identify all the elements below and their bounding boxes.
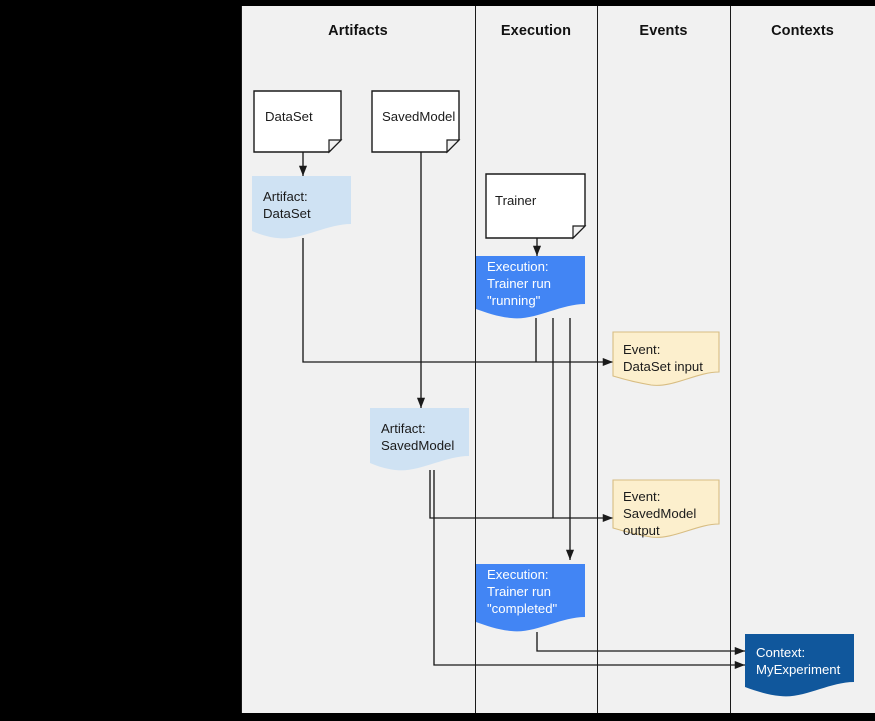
divider-artifacts-execution [475,6,476,713]
canvas-left-edge [241,6,242,713]
divider-execution-events [597,6,598,713]
edge-artifact-savedmodel-to-event-output [429,470,614,523]
document-shape-savedmodel [371,90,461,154]
note-shape-context-myexperiment [745,634,854,697]
document-shape-dataset [253,90,343,154]
note-shape-execution-running [476,256,585,319]
edge-artifact-savedmodel-to-context [433,470,746,670]
lane-header-events: Events [639,23,688,39]
edge-artifact-dataset-to-event-input [302,238,614,367]
swimlane-diagram: Artifacts Execution Events Contexts [241,6,875,713]
lane-header-contexts: Contexts [771,23,834,39]
lane-header-artifacts: Artifacts [328,23,388,39]
note-shape-artifact-dataset [252,176,351,239]
divider-events-contexts [730,6,731,713]
diagram-shapes-and-connectors [252,90,854,697]
lane-header-execution: Execution [500,23,572,39]
edge-execution-completed-to-context [536,632,746,656]
document-shape-trainer [485,173,587,240]
note-shape-event-savedmodel-output [612,479,720,538]
note-shape-event-dataset-input [612,331,720,386]
note-shape-artifact-savedmodel [370,408,469,471]
note-shape-execution-completed [476,564,585,632]
